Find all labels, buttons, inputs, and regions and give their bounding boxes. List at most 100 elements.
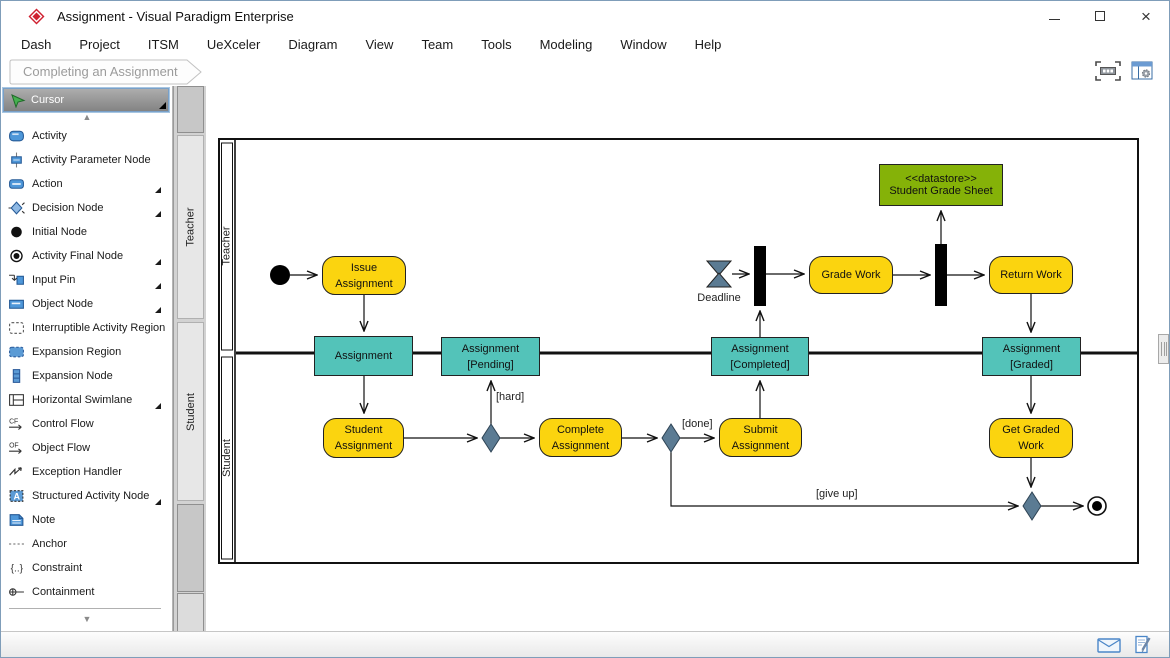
decision-node-done[interactable]	[661, 423, 681, 453]
tool-label: Object Flow	[32, 442, 91, 454]
tool-note[interactable]: Note	[1, 508, 173, 532]
object-node-assignment-graded[interactable]: Assignment [Graded]	[982, 337, 1081, 376]
menu-item-uexceler[interactable]: UeXceler	[206, 36, 261, 52]
messages-button[interactable]	[1097, 637, 1121, 654]
tool-initial-node[interactable]: Initial Node	[1, 220, 173, 244]
tool-decision-node[interactable]: Decision Node	[1, 196, 173, 220]
guard-done-label: [done]	[682, 418, 713, 430]
object-node-assignment-pending[interactable]: Assignment [Pending]	[441, 337, 540, 376]
deadline-hourglass[interactable]	[705, 260, 733, 288]
scrollbar-grip-icon	[1160, 342, 1167, 356]
toolbox-divider	[9, 608, 161, 609]
containment-icon	[9, 588, 24, 596]
tool-activity[interactable]: Activity	[1, 124, 173, 148]
tool-interruptible-activity-region[interactable]: Interruptible Activity Region	[1, 316, 173, 340]
tool-object-flow[interactable]: OF Object Flow	[1, 436, 173, 460]
cursor-submenu-triangle-icon	[159, 102, 166, 109]
diagram-canvas[interactable]: Teacher Student Assignment Assignment [P…	[206, 86, 1169, 633]
join-bar-deadline[interactable]	[754, 246, 766, 306]
menu-item-modeling[interactable]: Modeling	[539, 36, 593, 52]
tool-object-node[interactable]: Object Node	[1, 292, 173, 316]
object-node-assignment[interactable]: Assignment	[314, 336, 413, 376]
menu-item-itsm[interactable]: ITSM	[147, 36, 179, 52]
submenu-triangle-icon	[155, 187, 161, 193]
decision-node-hard[interactable]	[481, 423, 501, 453]
deadline-label: Deadline	[697, 292, 741, 304]
action-complete-assignment[interactable]: Complete Assignment	[539, 418, 622, 457]
menu-item-project[interactable]: Project	[79, 36, 120, 52]
menu-item-help[interactable]: Help	[694, 36, 722, 52]
tool-action[interactable]: Action	[1, 172, 173, 196]
edit-document-button[interactable]	[1133, 635, 1153, 655]
action-get-graded-work[interactable]: Get Graded Work	[989, 418, 1073, 458]
main-area: Cursor ▲ Activity Activity Parameter Nod…	[1, 86, 1169, 633]
tool-exception-handler[interactable]: Exception Handler	[1, 460, 173, 484]
toolbox-scroll-down[interactable]: ▼	[82, 614, 92, 624]
fork-bar-grade[interactable]	[935, 244, 947, 306]
gutter-top-block[interactable]	[177, 86, 204, 133]
decision-node-icon	[8, 201, 25, 215]
tool-label: Interruptible Activity Region	[32, 322, 166, 334]
minimize-button[interactable]	[1031, 1, 1077, 31]
svg-text:{..}: {..}	[11, 564, 24, 575]
menu-item-dash[interactable]: Dash	[21, 36, 52, 52]
tool-activity-parameter-node[interactable]: Activity Parameter Node	[1, 148, 173, 172]
object-flow-icon: OF	[9, 442, 22, 454]
submenu-triangle-icon	[155, 403, 161, 409]
control-flow-icon: CF	[9, 418, 22, 430]
tool-activity-final-node[interactable]: Activity Final Node	[1, 244, 173, 268]
tool-label: Activity Parameter Node	[32, 154, 151, 166]
datastore-name: Student Grade Sheet	[889, 185, 993, 197]
maximize-button[interactable]	[1077, 1, 1123, 31]
panel-view-button[interactable]	[1131, 61, 1153, 81]
breadcrumb-tab[interactable]: Completing an Assignment	[9, 59, 205, 85]
toolbox-scroll-up[interactable]: ▲	[82, 112, 92, 122]
tool-input-pin[interactable]: Input Pin	[1, 268, 173, 292]
tool-constraint[interactable]: {..} Constraint	[1, 556, 173, 580]
gutter-lane-teacher[interactable]: Teacher	[177, 135, 204, 319]
menu-item-view[interactable]: View	[365, 36, 394, 52]
gutter-bottom-block[interactable]	[177, 504, 204, 592]
action-issue-assignment[interactable]: Issue Assignment	[322, 256, 406, 295]
horizontal-swimlane-icon	[9, 394, 24, 406]
menu-item-diagram[interactable]: Diagram	[288, 36, 338, 52]
tool-structured-activity-node[interactable]: A Structured Activity Node	[1, 484, 173, 508]
submenu-triangle-icon	[155, 307, 161, 313]
menu-item-window[interactable]: Window	[620, 36, 667, 52]
menu-item-tools[interactable]: Tools	[481, 36, 512, 52]
action-student-assignment[interactable]: Student Assignment	[323, 418, 404, 458]
tool-cursor[interactable]: Cursor	[2, 87, 170, 113]
tool-list: Activity Activity Parameter Node Action …	[1, 124, 173, 604]
tool-control-flow[interactable]: CF Control Flow	[1, 412, 173, 436]
menu-item-team[interactable]: Team	[421, 36, 454, 52]
action-grade-work[interactable]: Grade Work	[809, 256, 893, 294]
lane-header-teacher[interactable]: Teacher	[219, 142, 235, 350]
initial-node[interactable]	[270, 265, 290, 285]
tool-label: Object Node	[32, 298, 94, 310]
vertical-scrollbar-thumb[interactable]	[1158, 334, 1169, 364]
tool-horizontal-swimlane[interactable]: Horizontal Swimlane	[1, 388, 173, 412]
tool-label: Horizontal Swimlane	[32, 394, 133, 406]
tool-expansion-region[interactable]: Expansion Region	[1, 340, 173, 364]
action-return-work[interactable]: Return Work	[989, 256, 1073, 294]
lane-header-student[interactable]: Student	[219, 356, 235, 560]
gutter-lane-student[interactable]: Student	[177, 322, 204, 501]
tool-anchor[interactable]: Anchor	[1, 532, 173, 556]
svg-text:CF: CF	[9, 418, 18, 425]
action-submit-assignment[interactable]: Submit Assignment	[719, 418, 802, 457]
constraint-icon: {..}	[11, 564, 24, 575]
object-node-assignment-completed[interactable]: Assignment [Completed]	[711, 337, 809, 376]
tool-expansion-node[interactable]: Expansion Node	[1, 364, 173, 388]
lane-teacher-label: Teacher	[221, 226, 234, 266]
tool-containment[interactable]: Containment	[1, 580, 173, 604]
anchor-icon	[9, 543, 24, 545]
fit-to-window-button[interactable]	[1095, 61, 1121, 81]
merge-node[interactable]	[1022, 491, 1042, 521]
activity-final-node-icon	[10, 249, 23, 263]
action-label: Submit Assignment	[731, 423, 790, 452]
tool-label: Initial Node	[32, 226, 88, 238]
close-button[interactable]: ×	[1123, 1, 1169, 31]
tool-label: Activity	[32, 130, 67, 142]
datastore-student-grade-sheet[interactable]: <<datastore>> Student Grade Sheet	[879, 164, 1003, 206]
